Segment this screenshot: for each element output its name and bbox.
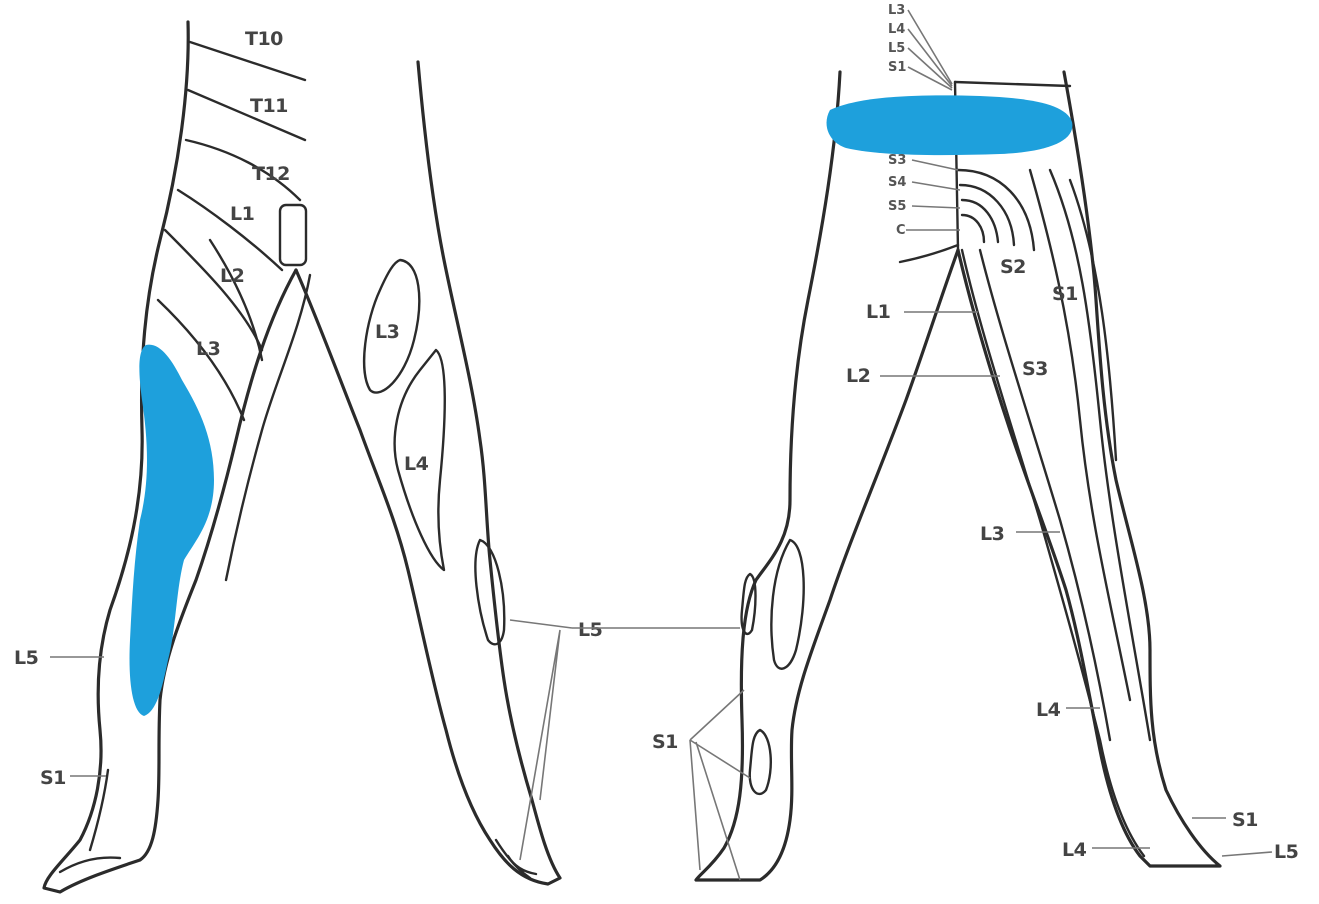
label-l2: L2 [220, 265, 244, 287]
label-post-l4-foot: L4 [1062, 839, 1087, 861]
post-calf-patch-l5 [771, 540, 803, 669]
label-l3-knee: L3 [375, 321, 399, 343]
post-heel-patch-s1 [750, 730, 771, 794]
posterior-waist [955, 82, 1070, 86]
label-l3: L3 [196, 338, 220, 360]
anterior-shaded-region [130, 345, 214, 716]
band-l2 [165, 230, 262, 350]
label-t11: T11 [250, 95, 288, 117]
label-t10: T10 [245, 28, 283, 50]
leader-l5-shin [510, 620, 740, 860]
post-strip-5 [1070, 180, 1116, 460]
posterior-left-leg-outline [696, 72, 958, 880]
label-post-l4-calf: L4 [1036, 699, 1061, 721]
anterior-view: T10 T11 T12 L1 L2 L3 L3 L4 L5 L5 S1 [14, 22, 740, 892]
label-post-s1-calf: S1 [652, 731, 678, 753]
label-post-l2: L2 [846, 365, 870, 387]
label-post-s4: S4 [888, 175, 906, 190]
anterior-genital-region [280, 205, 306, 265]
posterior-view: L3 L4 L5 S1 S3 S4 S5 C S2 S1 L1 L2 S3 L3… [652, 3, 1298, 880]
label-l1: L1 [230, 203, 254, 225]
leader-post-lines [690, 312, 1272, 880]
label-l5-side: L5 [14, 647, 38, 669]
label-post-l1: L1 [866, 301, 890, 323]
label-post-s3-thigh: S3 [1022, 358, 1048, 380]
sacral-arc-3 [962, 200, 998, 242]
posterior-right-leg-outline [958, 72, 1220, 866]
posterior-shaded-band [827, 95, 1073, 155]
label-post-s1-thigh: S1 [1052, 283, 1078, 305]
label-post-l3-calf: L3 [980, 523, 1004, 545]
label-l5-shin: L5 [578, 619, 602, 641]
label-post-s1: S1 [888, 60, 906, 75]
label-s1-side: S1 [40, 767, 66, 789]
buttock-crease [900, 245, 958, 262]
label-post-l5: L5 [888, 41, 905, 56]
sacral-arc-4 [962, 215, 984, 242]
label-post-l3: L3 [888, 3, 905, 18]
label-t12: T12 [252, 163, 290, 185]
label-post-s1-heel: S1 [1232, 809, 1258, 831]
label-post-s3: S3 [888, 153, 906, 168]
label-post-s5: S5 [888, 199, 906, 214]
label-post-s2-buttock: S2 [1000, 256, 1026, 278]
label-post-l5-foot: L5 [1274, 841, 1298, 863]
label-l4-shin: L4 [404, 453, 429, 475]
label-post-l4: L4 [888, 22, 905, 37]
sacral-arc-1 [958, 170, 1034, 250]
post-strip-4 [1050, 170, 1150, 740]
label-post-c: C [896, 223, 906, 238]
